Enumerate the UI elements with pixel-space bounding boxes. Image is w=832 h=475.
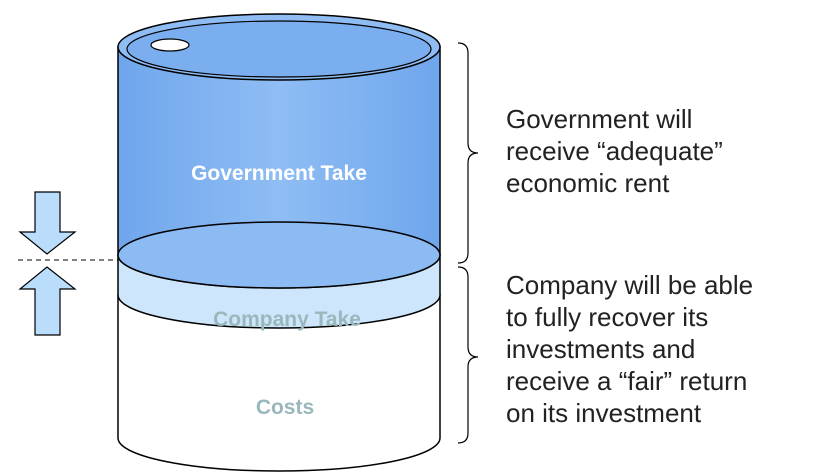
up-arrow-icon [18, 266, 77, 336]
company-annotation-line: receive a “fair” return [506, 366, 748, 396]
company-annotation-line: to fully recover its [506, 302, 709, 332]
barrel-bung-icon [150, 38, 190, 52]
down-arrow-icon [18, 191, 77, 255]
government-annotation: Government will receive “adequate” econo… [506, 103, 723, 199]
company-brace [457, 266, 479, 444]
costs-segment [117, 294, 441, 472]
company-take-label: Company Take [213, 308, 361, 331]
company-annotation-line: on its investment [506, 398, 702, 428]
government-annotation-line: receive “adequate” [506, 136, 723, 166]
liquid-surface [117, 221, 441, 289]
company-annotation-line: Company will be able [506, 270, 754, 300]
government-annotation-line: economic rent [506, 168, 670, 198]
company-annotation: Company will be able to fully recover it… [506, 269, 753, 429]
government-annotation-line: Government will [506, 104, 693, 134]
company-annotation-line: investments and [506, 334, 696, 364]
costs-label: Costs [256, 396, 314, 419]
government-brace [457, 42, 479, 264]
government-take-label: Government Take [191, 162, 367, 185]
barrel-top-lid [126, 20, 432, 78]
